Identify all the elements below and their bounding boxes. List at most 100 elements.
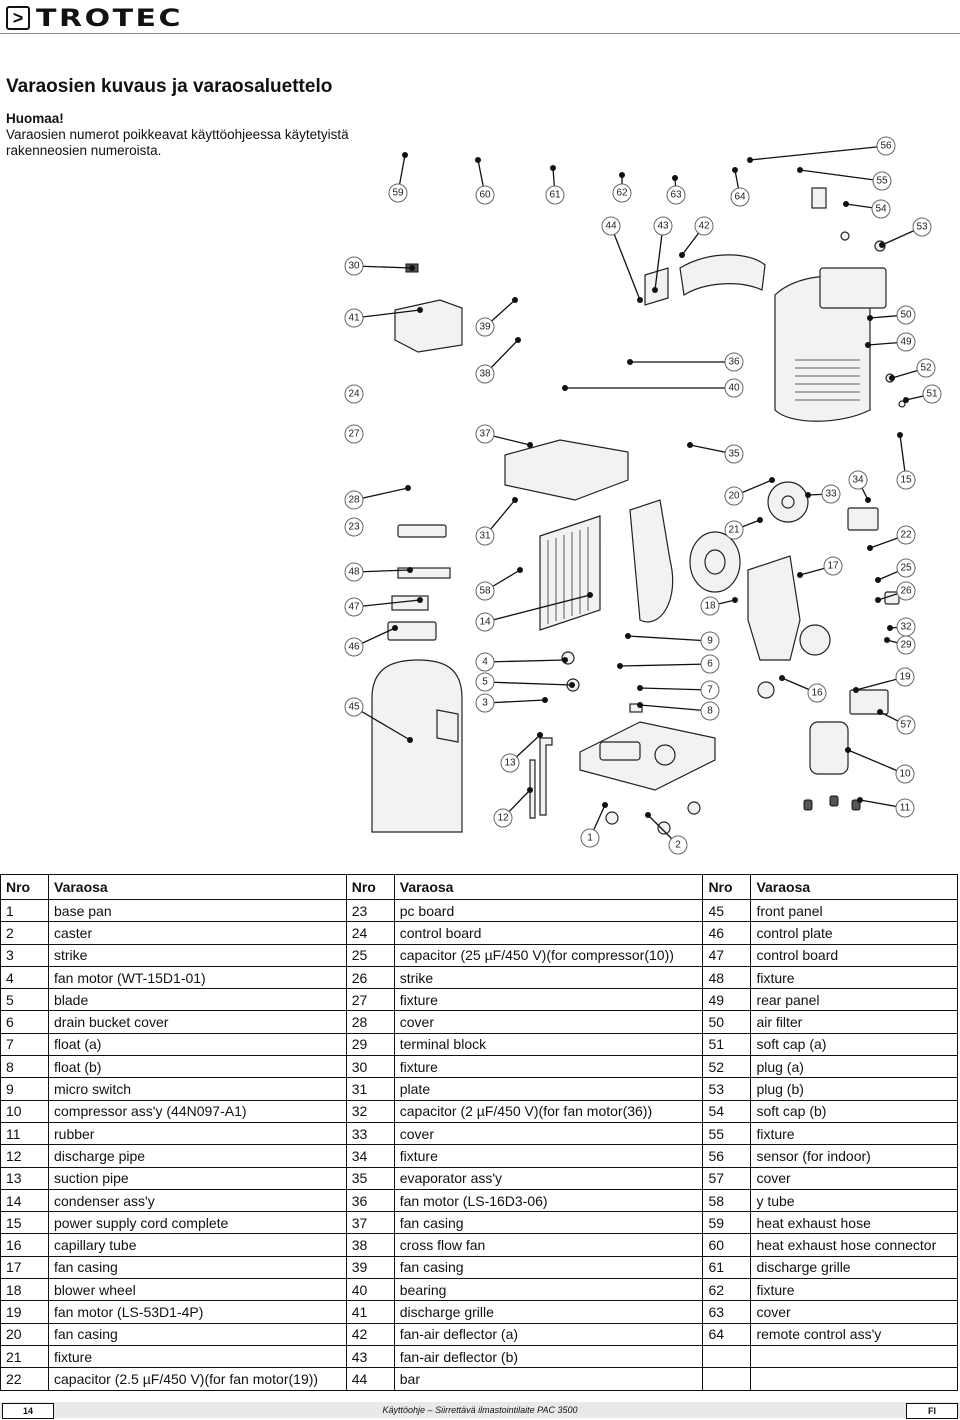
part-name-cell: fixture: [393, 988, 704, 1012]
leader-dot-15: [897, 432, 903, 438]
part-name-cell: rubber: [48, 1121, 347, 1146]
part-name-cell: capacitor (2 µF/450 V)(for fan motor(36)…: [393, 1099, 704, 1123]
callout-number: 48: [348, 567, 360, 578]
part-name-cell: cover: [393, 1121, 704, 1146]
callout-51: 51: [922, 384, 942, 404]
callout-circle: [344, 697, 364, 717]
callout-8: 8: [700, 701, 720, 721]
part-name-cell: suction pipe: [48, 1166, 347, 1190]
part-name-cell: control board: [750, 943, 958, 967]
leader-dot-7: [637, 685, 643, 691]
callout-61: 61: [545, 185, 565, 205]
part-number-cell: 28: [345, 1010, 395, 1034]
leader-dot-42: [679, 252, 685, 258]
leader-dot-31: [512, 497, 518, 503]
callout-27: 27: [344, 424, 364, 444]
part-number-cell: 55: [702, 1121, 752, 1146]
part-number-cell: 47: [702, 943, 752, 967]
leader-dot-17: [797, 572, 803, 578]
callout-7: 7: [700, 680, 720, 700]
callout-57: 57: [896, 715, 916, 735]
part-name-cell: blower wheel: [48, 1278, 347, 1302]
evaporator-drawing: [504, 439, 629, 501]
callout-2: 2: [668, 835, 688, 855]
part-name-cell: fan casing: [48, 1322, 347, 1346]
callout-19: 19: [895, 667, 915, 687]
callout-circle: [896, 525, 916, 545]
leader-line-30: [353, 265, 413, 269]
callout-circle: [344, 256, 364, 276]
part-name-cell: condenser ass'y: [48, 1188, 347, 1213]
callout-48: 48: [344, 562, 364, 582]
part-number-cell: 24: [345, 921, 395, 945]
part-number-cell: 31: [345, 1077, 395, 1101]
leader-line-43: [654, 225, 664, 291]
leader-dot-50: [867, 315, 873, 321]
part-name-cell: cross flow fan: [393, 1233, 704, 1257]
callout-circle: [896, 332, 916, 352]
part-name-cell: capacitor (2.5 µF/450 V)(for fan motor(1…: [48, 1367, 347, 1391]
part-number-cell: 56: [702, 1144, 752, 1168]
callout-circle: [896, 617, 916, 637]
callout-number: 51: [926, 389, 938, 400]
part-number-cell: 38: [345, 1233, 395, 1257]
callout-number: 28: [348, 495, 360, 506]
leader-dot-46: [392, 625, 398, 631]
leader-dot-1: [602, 802, 608, 808]
part-name-cell: fixture: [750, 965, 958, 990]
callout-number: 41: [348, 313, 360, 324]
callout-number: 38: [479, 369, 491, 380]
table-header-row: Nro Varaosa Nro Varaosa Nro Varaosa: [0, 874, 958, 900]
part-name-cell: strike: [393, 965, 704, 990]
part-number-cell: 58: [702, 1188, 752, 1213]
callout-circle: [344, 597, 364, 617]
leader-dot-57: [877, 709, 883, 715]
part-number-cell: 45: [702, 898, 752, 923]
leader-dot-49: [865, 342, 871, 348]
part-number-cell: 18: [0, 1278, 49, 1302]
callout-55: 55: [872, 171, 892, 191]
callout-number: 10: [899, 769, 911, 780]
part-number-cell: 10: [0, 1099, 49, 1123]
callout-circle: [601, 216, 621, 236]
fan-casing-20-drawing: [747, 555, 801, 661]
part-name-cell: cover: [750, 1300, 958, 1324]
callout-number: 2: [675, 840, 681, 851]
part-number-cell: 39: [345, 1255, 395, 1280]
leader-dot-30: [409, 265, 415, 271]
callout-number: 57: [900, 720, 912, 731]
trotec-logo: > TROTEC: [6, 4, 181, 32]
callout-53: 53: [912, 217, 932, 237]
part-name-cell: soft cap (a): [750, 1032, 958, 1057]
callout-35: 35: [724, 444, 744, 464]
part-name-cell: power supply cord complete: [48, 1211, 347, 1235]
leader-dot-28: [405, 485, 411, 491]
callout-number: 23: [348, 522, 360, 533]
leader-dot-59: [402, 152, 408, 158]
callout-12: 12: [493, 808, 513, 828]
part-number-cell: 29: [345, 1032, 395, 1057]
part-number-cell: 13: [0, 1166, 49, 1190]
column-header: Varaosa: [48, 874, 347, 900]
leader-dot-33: [805, 492, 811, 498]
callout-number: 62: [616, 188, 628, 199]
page-footer: 14 Käyttöohje – Siirrettävä ilmastointil…: [0, 1402, 960, 1419]
part-number-cell: 30: [345, 1055, 395, 1079]
leader-dot-37: [527, 442, 533, 448]
part-name-cell: y tube: [750, 1188, 958, 1213]
callout-number: 21: [728, 525, 740, 536]
callout-circle: [475, 364, 495, 384]
leader-dot-56: [747, 157, 753, 163]
part-number-cell: 9: [0, 1077, 49, 1101]
callout-number: 54: [875, 204, 887, 215]
callout-circle: [724, 352, 744, 372]
callout-6: 6: [700, 654, 720, 674]
callout-number: 19: [899, 672, 911, 683]
cover-57-drawing: [849, 689, 889, 715]
